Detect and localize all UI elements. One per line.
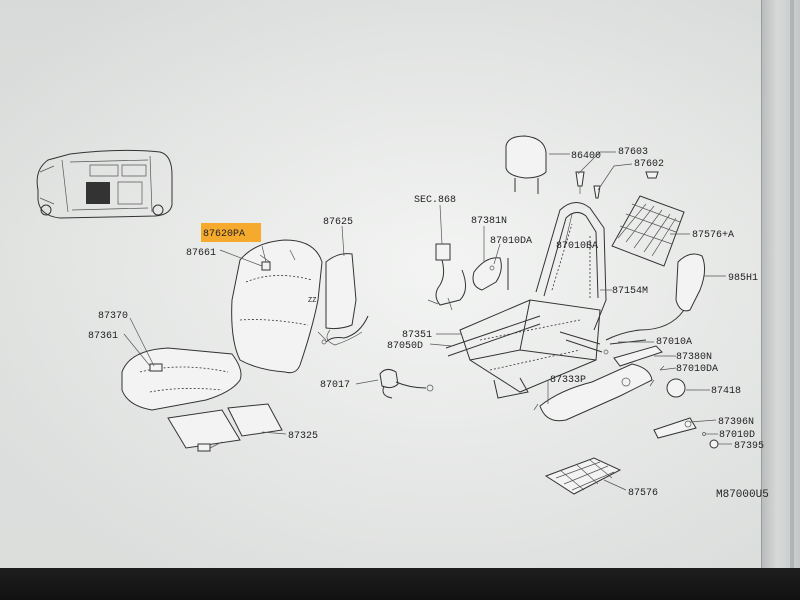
small-parts-misc bbox=[321, 258, 539, 411]
label-87380n: 87380N bbox=[676, 352, 712, 363]
seat-back-board: ZZ bbox=[308, 253, 363, 346]
label-87050d: 87050D bbox=[387, 341, 423, 352]
label-87361: 87361 bbox=[88, 331, 118, 342]
label-87017: 87017 bbox=[320, 380, 350, 391]
label-985h1: 985H1 bbox=[728, 273, 758, 284]
seat-frame bbox=[445, 202, 607, 399]
label-87370: 87370 bbox=[98, 311, 128, 322]
label-87620pa: 87620PA bbox=[203, 229, 245, 240]
seatbelt-buckle bbox=[427, 243, 466, 311]
label-87351: 87351 bbox=[402, 330, 432, 341]
label-87576a: 87576+A bbox=[692, 230, 734, 241]
label-87010d: 87010D bbox=[719, 430, 755, 441]
label-87625: 87625 bbox=[323, 217, 353, 228]
leader-lines bbox=[123, 151, 732, 491]
part-highlight bbox=[201, 223, 261, 242]
label-87395: 87395 bbox=[734, 441, 764, 452]
seat-spring-mat bbox=[611, 195, 685, 267]
label-sec-868: SEC.868 bbox=[414, 195, 456, 206]
label-87418: 87418 bbox=[711, 386, 741, 397]
label-87154m: 87154M bbox=[612, 286, 648, 297]
label-87010da-upper: 87010DA bbox=[490, 236, 532, 247]
label-87381n: 87381N bbox=[471, 216, 507, 227]
diagram-code: M87000U5 bbox=[716, 489, 769, 501]
svg-text:ZZ: ZZ bbox=[308, 297, 316, 305]
headrest-guides bbox=[575, 171, 659, 199]
label-87661: 87661 bbox=[186, 248, 216, 259]
car-top-view-icon bbox=[36, 149, 173, 219]
label-87325: 87325 bbox=[288, 431, 318, 442]
seat-back-cushion bbox=[231, 239, 323, 374]
label-87010a: 87010A bbox=[656, 337, 692, 348]
headrest bbox=[505, 135, 547, 194]
label-87010ba: 87010BA bbox=[556, 241, 598, 252]
seat-heater-pads bbox=[167, 403, 283, 452]
wire-harness bbox=[379, 368, 434, 399]
label-87603: 87603 bbox=[618, 147, 648, 158]
side-airbag-module bbox=[605, 253, 706, 341]
label-86400: 86400 bbox=[571, 151, 601, 162]
label-87396n: 87396N bbox=[718, 417, 754, 428]
label-87010da-lower: 87010DA bbox=[676, 364, 718, 375]
label-87333p: 87333P bbox=[550, 375, 586, 386]
monitor-bezel-right bbox=[761, 0, 800, 600]
side-shield bbox=[472, 257, 502, 291]
small-parts-right bbox=[539, 339, 719, 449]
label-87576: 87576 bbox=[628, 488, 658, 499]
seat-track-assembly bbox=[544, 457, 622, 495]
label-87602: 87602 bbox=[634, 159, 664, 170]
seat-cushion bbox=[121, 347, 242, 411]
monitor-bezel-bottom bbox=[0, 568, 800, 600]
